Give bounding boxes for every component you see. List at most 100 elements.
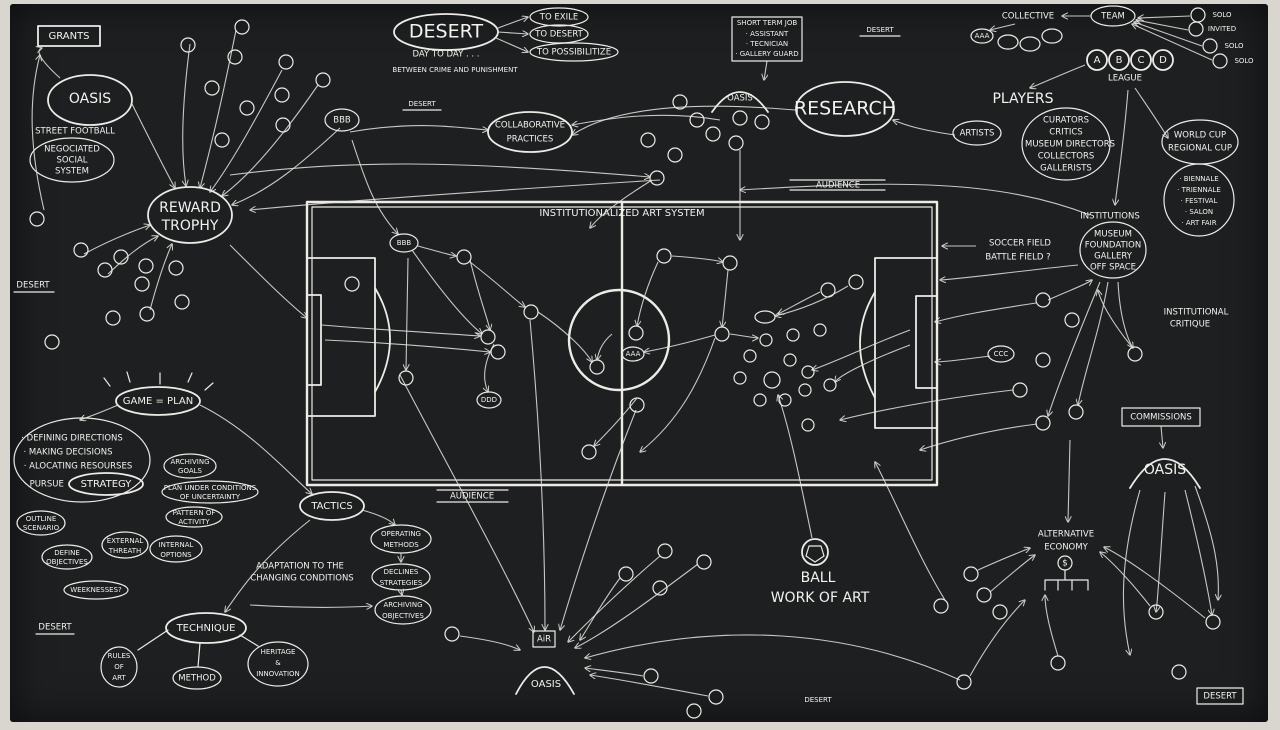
pattern-line1: PATTERN OF: [173, 509, 216, 517]
world-cup: WORLD CUP: [1174, 131, 1226, 141]
practices-label: PRACTICES: [507, 135, 554, 145]
operating-line1: OPERATING: [381, 530, 421, 538]
adaptation-line1: ADAPTATION TO THE: [256, 562, 344, 572]
declines-line1: DECLINES: [384, 568, 419, 576]
rules-line3: ART: [112, 674, 126, 682]
operating-line2: METHODS: [383, 541, 419, 549]
pattern-line2: ACTIVITY: [178, 518, 210, 526]
team-league: COLLECTIVE TEAM AAA SOLO INVITED SOLO SO…: [970, 5, 1254, 205]
reward-trophy: REWARD TROPHY: [31, 29, 341, 318]
soccer-field: INSTITUTIONALIZED ART SYSTEM: [305, 200, 939, 487]
plan-defining: · DEFINING DIRECTIONS: [21, 434, 123, 444]
league-letter-a: A: [1094, 55, 1101, 66]
collaborative-practices: COLLABORATIVE PRACTICES: [349, 105, 796, 153]
battle-field-label: BATTLE FIELD ?: [985, 253, 1050, 263]
desert-left-upper: DESERT: [16, 281, 50, 291]
plan-uncertainty-line1: PLAN UNDER CONDITIONS: [164, 484, 257, 492]
internal-line1: INTERNAL: [159, 541, 194, 549]
archiving-objectives-line1: ARCHIVING: [383, 601, 422, 609]
grants-label: GRANTS: [48, 31, 89, 42]
game-plan: GAME = PLAN · DEFINING DIRECTIONS · MAKI…: [13, 371, 259, 600]
artists-label: ARTISTS: [960, 129, 995, 139]
collective-label: COLLECTIVE: [1002, 12, 1054, 22]
plan-uncertainty-line2: OF UNCERTAINTY: [180, 493, 241, 501]
oasis-top-left: GRANTS OASIS STREET FOOTBALL NEGOCIATED …: [29, 25, 133, 183]
team-member-c: SOLO: [1224, 42, 1244, 50]
audience-bottom: AUDIENCE: [436, 489, 509, 503]
tactics: TACTICS ADAPTATION TO THE CHANGING CONDI…: [199, 404, 432, 625]
air-label: AiR: [537, 635, 551, 645]
regional-cup: REGIONAL CUP: [1168, 144, 1232, 154]
heritage-line1: HERITAGE: [261, 648, 296, 656]
player-curators: CURATORS: [1043, 116, 1089, 126]
event-triennale: · TRIENNALE: [1177, 186, 1221, 194]
critique-label: CRITIQUE: [1170, 320, 1210, 330]
institutional-label: INSTITUTIONAL: [1164, 308, 1229, 318]
team-member-b: INVITED: [1208, 25, 1236, 33]
player-gallerists: GALLERISTS: [1040, 164, 1092, 174]
desert-option-possibilitize: TO POSSIBILITIZE: [536, 48, 611, 58]
oasis-top-left-title: OASIS: [69, 91, 111, 107]
plan-alocating: · ALOCATING RESOURSES: [24, 462, 132, 472]
event-salon: · SALON: [1185, 208, 1213, 216]
plan-pursue: · PURSUE: [24, 480, 64, 490]
archiving-objectives-line2: OBJECTIVES: [382, 612, 424, 620]
institution-foundation: FOUNDATION: [1085, 241, 1141, 251]
event-biennale: · BIENNALE: [1179, 175, 1218, 183]
oasis-small: OASIS: [640, 91, 770, 240]
heritage-line2: &: [275, 659, 281, 667]
alternative-label: ALTERNATIVE: [1038, 530, 1094, 540]
external-line1: EXTERNAL: [107, 537, 144, 545]
short-term-job: SHORT TERM JOB · ASSISTANT · TECNICIAN ·…: [731, 16, 803, 80]
system-line: SYSTEM: [55, 167, 89, 177]
rules-line1: RULES: [108, 652, 131, 660]
archiving-goals-line1: ARCHIVING: [170, 458, 209, 466]
ball-work-of-art: BALL WORK OF ART: [771, 395, 870, 606]
institution-museum: MUSEUM: [1094, 230, 1132, 240]
cups-events: WORLD CUP REGIONAL CUP · BIENNALE · TRIE…: [1161, 119, 1239, 237]
method-label: METHOD: [178, 674, 216, 684]
players-label: PLAYERS: [992, 91, 1053, 107]
research-label: RESEARCH: [794, 98, 896, 120]
research: RESEARCH: [794, 81, 956, 137]
soccer-field-label: SOCCER FIELD: [989, 239, 1051, 249]
desert-title: DESERT: [409, 21, 484, 43]
chalkboard: [10, 4, 1268, 722]
rules-line2: OF: [114, 663, 124, 671]
ccc-label: CCC: [994, 350, 1009, 358]
work-of-art-label: WORK OF ART: [771, 590, 870, 606]
strategy-label: STRATEGY: [81, 479, 133, 490]
institution-off-space: OFF SPACE: [1090, 263, 1136, 273]
reward-label: REWARD: [159, 200, 221, 216]
players: PLAYERS ARTISTS CURATORS CRITICS MUSEUM …: [952, 91, 1115, 181]
economy-label: ECONOMY: [1044, 543, 1088, 553]
desert-option-exile: TO EXILE: [539, 13, 578, 23]
street-football: STREET FOOTBALL: [35, 127, 115, 137]
team-member-a: SOLO: [1212, 11, 1232, 19]
tactics-label: TACTICS: [310, 501, 352, 512]
league-letter-c: C: [1138, 55, 1145, 66]
game-plan-label: GAME = PLAN: [123, 396, 193, 407]
oasis-right-label: OASIS: [1144, 462, 1186, 478]
institutions: INSTITUTIONS MUSEUM FOUNDATION GALLERY O…: [940, 212, 1229, 431]
define-line2: OBJECTIVES: [46, 558, 88, 566]
field-title: INSTITUTIONALIZED ART SYSTEM: [539, 208, 704, 219]
plan-making: · MAKING DECISIONS: [24, 448, 113, 458]
ball-label: BALL: [801, 570, 836, 586]
weaknesses-label: WEEKNESSES?: [70, 586, 122, 594]
negociated-line: NEGOCIATED: [44, 145, 100, 155]
bbb-field: BBB: [397, 239, 412, 247]
commissions-oasis-right: COMMISSIONS OASIS: [1121, 407, 1218, 655]
collaborative-label: COLLABORATIVE: [495, 121, 565, 131]
league-letter-b: B: [1116, 55, 1123, 66]
short-term-job-guard: · GALLERY GUARD: [735, 50, 798, 58]
institutions-label: INSTITUTIONS: [1080, 212, 1140, 222]
desert-subtitle: DAY TO DAY . . .: [413, 50, 480, 60]
air-oasis: AiR OASIS: [399, 319, 961, 719]
desert-bottom-center: DESERT: [804, 696, 832, 704]
social-line: SOCIAL: [56, 156, 87, 166]
field-players: BBB DDD AAA: [229, 139, 1133, 460]
desert-top-right: DESERT: [866, 26, 894, 34]
league-label: LEAGUE: [1108, 74, 1142, 84]
